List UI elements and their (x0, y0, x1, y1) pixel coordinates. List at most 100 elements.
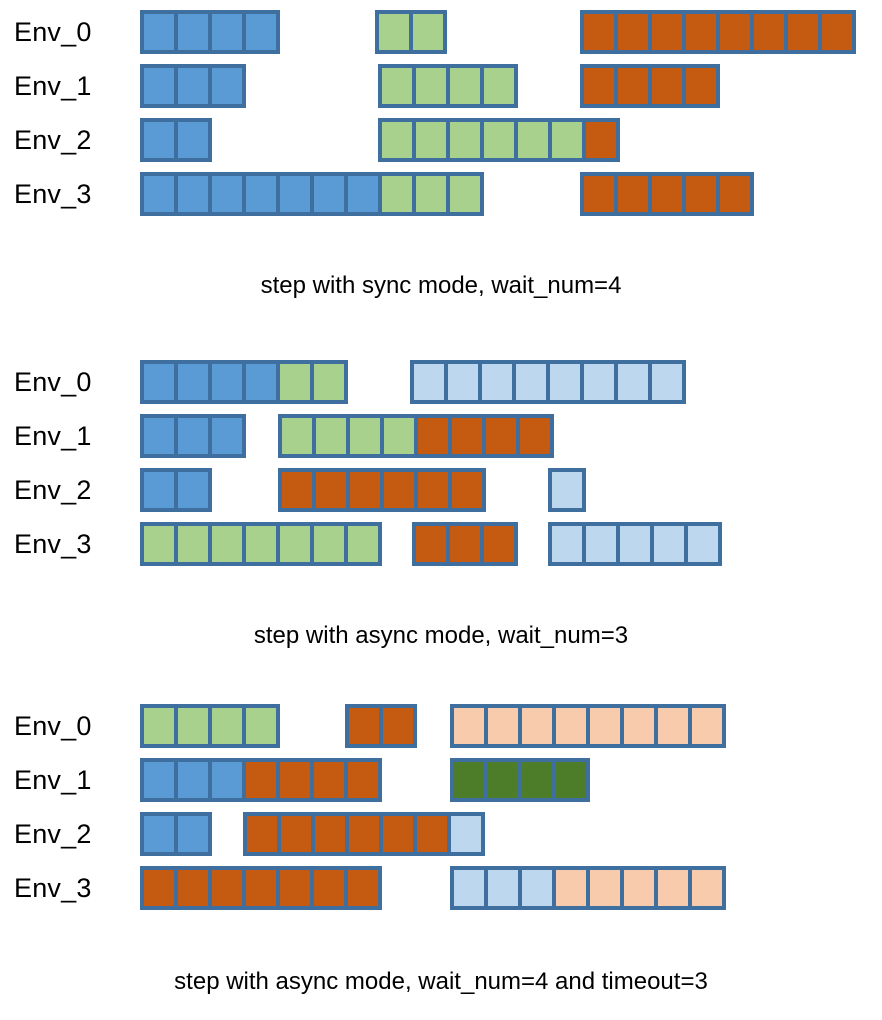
step-cell-green (246, 526, 276, 562)
step-cell-blue (144, 472, 174, 508)
step-cell-peach (658, 870, 688, 906)
step-block (140, 414, 246, 458)
step-cell-orange (349, 708, 379, 744)
step-cell-blue (144, 816, 174, 852)
step-cell-orange (720, 176, 750, 212)
step-cell-orange (618, 68, 648, 104)
row-label-env_2: Env_2 (14, 819, 92, 849)
step-cell-green (282, 418, 312, 454)
step-cell-blue (178, 176, 208, 212)
step-cell-orange (350, 472, 380, 508)
step-cell-orange (348, 762, 378, 798)
step-cell-light-blue (482, 364, 512, 400)
step-cell-orange (584, 68, 614, 104)
step-cell-orange (652, 14, 682, 50)
step-cell-orange (652, 68, 682, 104)
step-cell-orange (348, 870, 378, 906)
step-cell-green (178, 708, 208, 744)
step-cell-green (178, 526, 208, 562)
step-cell-blue (178, 472, 208, 508)
step-block (140, 522, 382, 566)
step-block (140, 866, 382, 910)
step-cell-green (416, 122, 446, 158)
step-cell-orange (720, 14, 750, 50)
timeline-row: Env_1 (0, 62, 882, 116)
step-block (140, 172, 484, 216)
step-cell-light-blue (414, 364, 444, 400)
step-cell-light-blue (550, 364, 580, 400)
step-cell-green (212, 526, 242, 562)
timeline-row: Env_3 (0, 864, 882, 918)
step-cell-light-blue (552, 526, 582, 562)
step-block (580, 64, 720, 108)
step-cell-peach (556, 870, 586, 906)
step-cell-blue (178, 816, 208, 852)
step-block (140, 10, 280, 54)
step-cell-orange (452, 418, 482, 454)
step-cell-orange (282, 472, 312, 508)
step-cell-blue (178, 364, 208, 400)
step-cell-orange (452, 472, 482, 508)
step-cell-orange (314, 762, 344, 798)
timeline-row: Env_0 (0, 358, 882, 412)
row-label-env_1: Env_1 (14, 421, 92, 451)
row-label-env_2: Env_2 (14, 125, 92, 155)
step-cell-orange (178, 870, 208, 906)
row-label-env_3: Env_3 (14, 873, 92, 903)
step-cell-blue (178, 122, 208, 158)
step-cell-orange (212, 870, 242, 906)
step-cell-light-blue (516, 364, 546, 400)
step-cell-blue (314, 176, 344, 212)
step-block (378, 118, 620, 162)
step-cell-green (518, 122, 548, 158)
step-block (345, 704, 417, 748)
step-cell-orange (686, 176, 716, 212)
step-block (450, 704, 726, 748)
step-cell-orange (418, 418, 448, 454)
step-block (278, 414, 554, 458)
step-cell-blue (144, 68, 174, 104)
step-cell-light-blue (586, 526, 616, 562)
step-block (140, 704, 280, 748)
step-cell-orange (384, 472, 414, 508)
step-cell-orange (486, 418, 516, 454)
step-block (412, 522, 518, 566)
step-block (450, 758, 590, 802)
step-cell-blue (246, 14, 276, 50)
step-cell-blue (144, 14, 174, 50)
step-cell-blue (246, 364, 276, 400)
step-block (580, 10, 856, 54)
step-cell-green (348, 526, 378, 562)
step-cell-orange (484, 526, 514, 562)
step-cell-light-blue (454, 870, 484, 906)
step-block (140, 64, 246, 108)
step-cell-dark-green (454, 762, 484, 798)
step-block (140, 360, 348, 404)
step-cell-orange (618, 14, 648, 50)
step-cell-green (314, 526, 344, 562)
step-cell-blue (212, 68, 242, 104)
step-cell-orange (246, 870, 276, 906)
step-cell-green (382, 122, 412, 158)
row-label-env_3: Env_3 (14, 529, 92, 559)
step-cell-orange (618, 176, 648, 212)
step-block (410, 360, 686, 404)
step-cell-peach (692, 708, 722, 744)
step-cell-orange (416, 526, 446, 562)
step-cell-peach (624, 870, 654, 906)
step-cell-orange (247, 816, 277, 852)
section-caption-1: step with async mode, wait_num=3 (253, 622, 629, 649)
step-cell-green (450, 68, 480, 104)
timeline-row: Env_2 (0, 116, 882, 170)
step-block (580, 172, 754, 216)
step-cell-orange (417, 816, 447, 852)
step-cell-green (413, 14, 443, 50)
step-cell-orange (383, 816, 413, 852)
step-cell-green (379, 14, 409, 50)
step-cell-green (384, 418, 414, 454)
step-cell-orange (280, 762, 310, 798)
step-cell-blue (212, 418, 242, 454)
step-block (278, 468, 486, 512)
step-cell-green (144, 708, 174, 744)
